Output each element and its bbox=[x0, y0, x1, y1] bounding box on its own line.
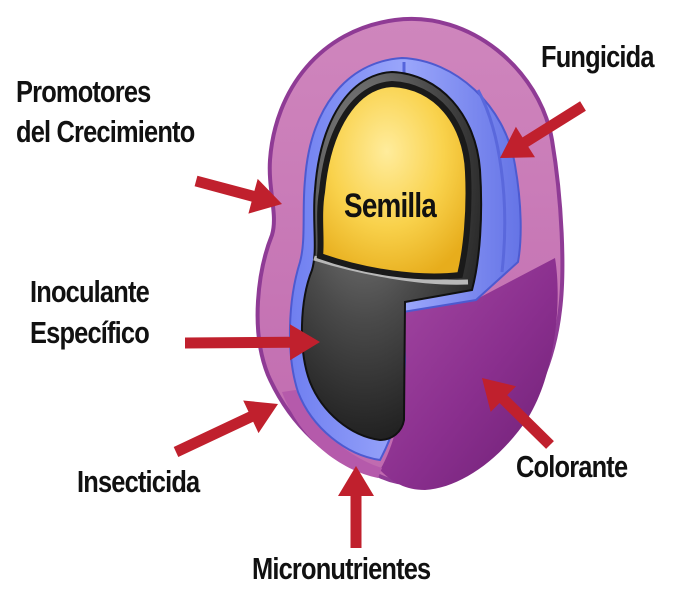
label-promotores-line2: del Crecimiento bbox=[16, 114, 195, 149]
label-colorante: Colorante bbox=[516, 449, 628, 484]
arrow-fungicida bbox=[500, 101, 586, 158]
label-inoculante-line2: Específico bbox=[30, 315, 150, 350]
label-semilla: Semilla bbox=[344, 187, 437, 225]
arrows bbox=[173, 101, 586, 548]
outer-coat-bottom-band bbox=[282, 390, 382, 478]
seed-core bbox=[316, 80, 472, 280]
cutaway-face bbox=[380, 258, 558, 490]
arrow-colorante bbox=[482, 378, 554, 449]
label-fungicida: Fungicida bbox=[541, 39, 654, 74]
label-promotores-line1: Promotores bbox=[16, 74, 151, 109]
label-insecticida: Insecticida bbox=[77, 464, 200, 499]
arrow-inoculante bbox=[185, 324, 320, 361]
label-micronutrientes: Micronutrientes bbox=[252, 551, 431, 586]
label-inoculante-line1: Inoculante bbox=[30, 274, 150, 309]
arrow-insecticida bbox=[173, 400, 278, 457]
arrow-micronutrientes bbox=[338, 466, 374, 548]
arrow-promotores bbox=[194, 175, 282, 214]
blue-layer-edge-right bbox=[476, 89, 507, 273]
